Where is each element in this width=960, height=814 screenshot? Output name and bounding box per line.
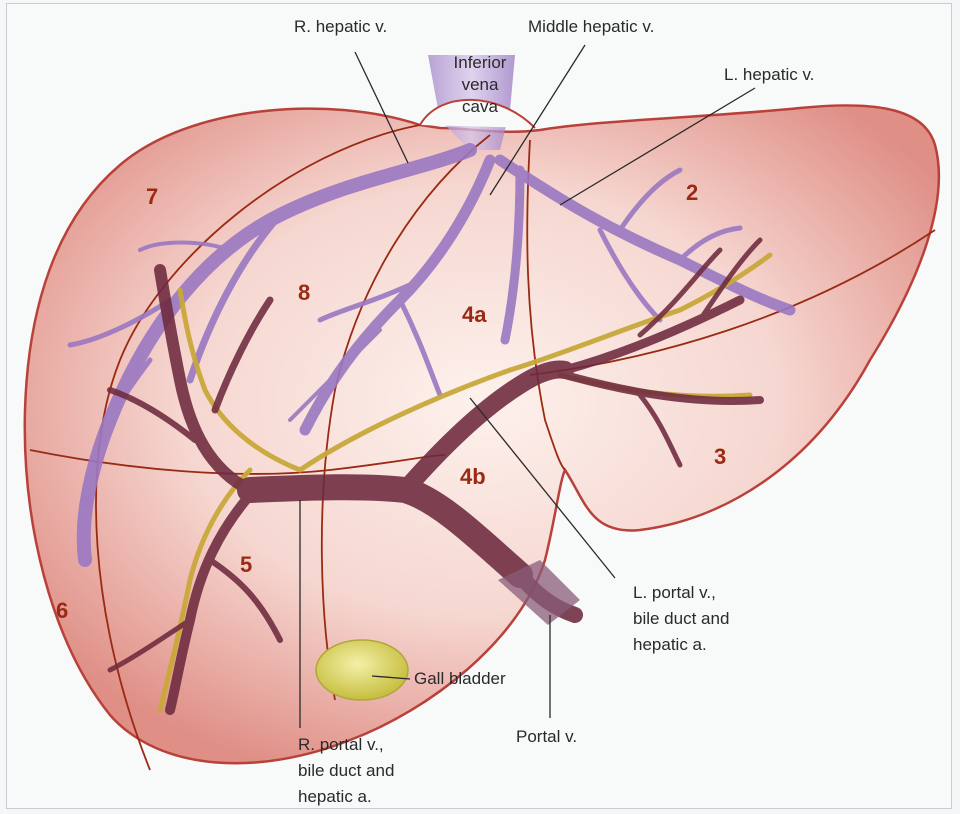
label-r-portal-line1: R. portal v., (298, 735, 384, 754)
segment-4a-label: 4a (462, 302, 487, 327)
label-middle-hepatic-v: Middle hepatic v. (528, 17, 654, 36)
label-ivc-line2: vena (462, 75, 499, 94)
label-portal-v: Portal v. (516, 727, 577, 746)
segment-4b-label: 4b (460, 464, 486, 489)
gall-bladder (316, 640, 408, 700)
liver-outline (25, 105, 939, 763)
label-ivc-line3: cava (462, 97, 498, 116)
label-r-hepatic-v: R. hepatic v. (294, 17, 387, 36)
segment-2-label: 2 (686, 180, 698, 205)
label-l-hepatic-v: L. hepatic v. (724, 65, 814, 84)
label-ivc-line1: Inferior (454, 53, 507, 72)
label-l-portal-line3: hepatic a. (633, 635, 707, 654)
segment-7-label: 7 (146, 184, 158, 209)
segment-6-label: 6 (56, 598, 68, 623)
segment-3-label: 3 (714, 444, 726, 469)
segment-5-label: 5 (240, 552, 252, 577)
label-r-portal: R. portal v., bile duct and hepatic a. (298, 735, 394, 806)
label-l-portal-line2: bile duct and (633, 609, 729, 628)
label-l-portal-line1: L. portal v., (633, 583, 716, 602)
segment-8-label: 8 (298, 280, 310, 305)
label-r-portal-line2: bile duct and (298, 761, 394, 780)
label-r-portal-line3: hepatic a. (298, 787, 372, 806)
label-gall-bladder: Gall bladder (414, 669, 506, 688)
label-l-portal: L. portal v., bile duct and hepatic a. (633, 583, 729, 654)
